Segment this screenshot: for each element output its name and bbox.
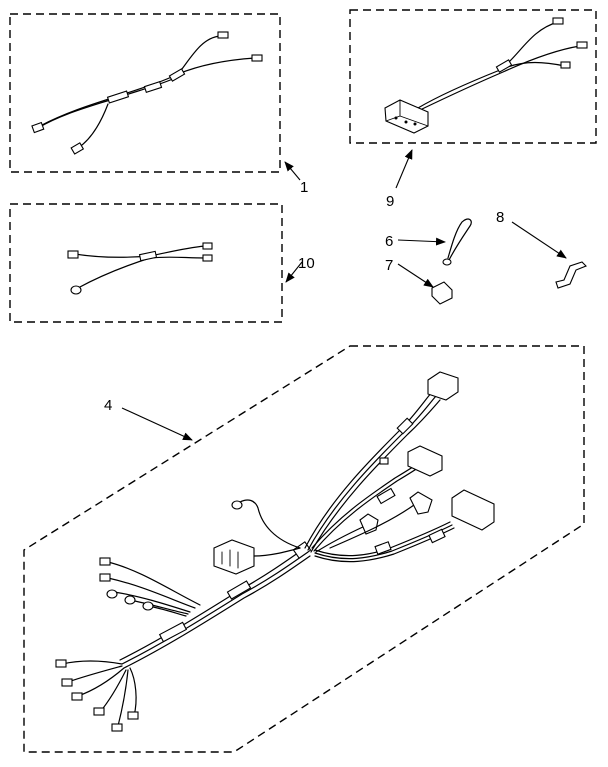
callout-8: 8 (496, 209, 504, 226)
part-10-leader (285, 261, 303, 283)
part-1-dashed-box (9, 13, 281, 173)
callout-4: 4 (104, 397, 112, 414)
part-7-leader (397, 263, 434, 288)
part-10-dashed-box (9, 203, 283, 323)
callout-10: 10 (298, 255, 315, 272)
part-4-dashed-outline (23, 345, 585, 753)
part-1-group: 1 (9, 13, 308, 196)
part-6-wire (447, 218, 472, 263)
part-8-bracket (555, 261, 587, 289)
part-4-main-harness (55, 371, 495, 732)
part-7-clip (431, 281, 453, 305)
part-1-wire-harness (31, 31, 263, 155)
part-10-group: 10 (9, 203, 315, 323)
part-4-group: 4 (23, 345, 585, 753)
callout-9: 9 (386, 193, 394, 210)
part-9-group: 9 (349, 9, 597, 210)
part-4-leader (121, 407, 193, 441)
part-8-leader (511, 221, 567, 259)
part-6-group: 6 (385, 218, 472, 266)
callout-6: 6 (385, 233, 393, 250)
callout-7: 7 (385, 257, 393, 274)
part-8-group: 8 (496, 209, 587, 289)
part-10-wire-harness (67, 242, 213, 295)
part-1-leader (284, 161, 301, 181)
part-9-leader (395, 149, 413, 189)
part-6-leader (397, 237, 446, 246)
part-9-dashed-box (349, 9, 597, 144)
part-7-group: 7 (385, 257, 453, 305)
callout-1: 1 (300, 179, 308, 196)
part-9-wire-harness (384, 17, 588, 134)
